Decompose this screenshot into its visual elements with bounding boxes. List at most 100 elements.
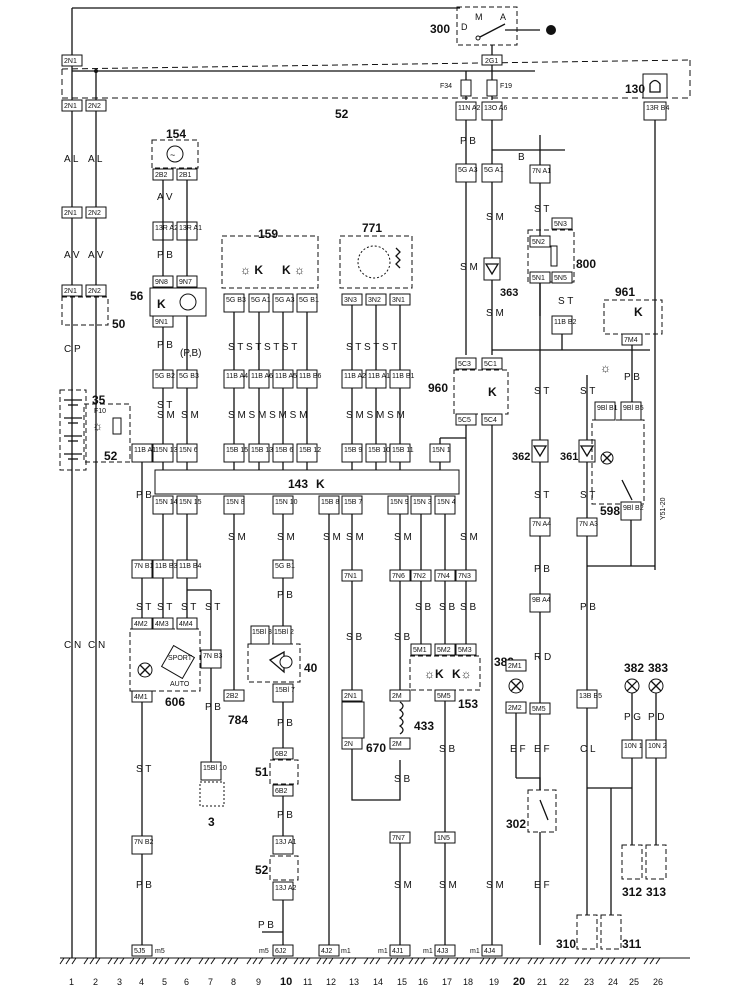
svg-text:6B2: 6B2	[275, 751, 288, 758]
svg-text:S M: S M	[228, 532, 246, 543]
svg-text:2M2: 2M2	[508, 705, 522, 712]
svg-text:3N2: 3N2	[368, 297, 381, 304]
column-number-6: 6	[184, 977, 189, 987]
ground-hatch	[276, 957, 282, 965]
component-310: 310	[556, 937, 576, 951]
svg-text:S M: S M	[486, 880, 504, 891]
svg-text:SPORT: SPORT	[168, 655, 193, 662]
svg-text:10N 2: 10N 2	[648, 743, 667, 750]
svg-text:m1: m1	[470, 948, 480, 955]
ground-hatch	[369, 957, 375, 965]
svg-text:S M: S M	[157, 410, 175, 421]
switch-598: 9Bl B1 9Bl B5 9Bl B2 598 Y51-20	[591, 401, 667, 566]
svg-text:5N2: 5N2	[532, 239, 545, 246]
svg-text:4M2: 4M2	[134, 621, 148, 628]
svg-text:S T S T S T: S T S T S T	[346, 342, 397, 353]
svg-text:P D: P D	[648, 712, 665, 723]
svg-text:3N3: 3N3	[344, 297, 357, 304]
ground-hatch	[387, 957, 393, 965]
svg-text:2B2: 2B2	[155, 172, 168, 179]
ground-hatch	[598, 957, 604, 965]
svg-text:15N 8: 15N 8	[226, 499, 245, 506]
svg-text:15N 6: 15N 6	[179, 447, 198, 454]
svg-text:2N1: 2N1	[64, 103, 77, 110]
svg-text:13J A1: 13J A1	[275, 839, 297, 846]
svg-text:2B1: 2B1	[179, 172, 192, 179]
svg-text:15Bl 2: 15Bl 2	[274, 629, 294, 636]
ground-hatch	[643, 957, 649, 965]
ground-hatch	[649, 957, 655, 965]
svg-text:9Bl B5: 9Bl B5	[623, 405, 644, 412]
svg-text:P B: P B	[157, 250, 173, 261]
svg-text:9B A4: 9B A4	[532, 597, 551, 604]
svg-text:R D: R D	[534, 652, 551, 663]
svg-text:15N 1: 15N 1	[432, 447, 451, 454]
svg-text:15B 12: 15B 12	[299, 447, 321, 454]
ground-hatch	[509, 957, 515, 965]
svg-text:10N 1: 10N 1	[624, 743, 643, 750]
column-number-11: 11	[303, 977, 312, 987]
svg-text:15N 14: 15N 14	[155, 499, 178, 506]
svg-text:7N6: 7N6	[392, 573, 405, 580]
svg-text:11B A6: 11B A6	[251, 373, 273, 380]
svg-text:7N A1: 7N A1	[532, 168, 551, 175]
svg-text:11B B4: 11B B4	[179, 563, 202, 570]
svg-text:5C3: 5C3	[458, 361, 471, 368]
svg-text:15Bl 3: 15Bl 3	[252, 629, 272, 636]
svg-text:C N: C N	[88, 640, 105, 651]
ground-hatch	[198, 957, 204, 965]
svg-text:5G A1: 5G A1	[251, 297, 271, 304]
svg-text:15N 4: 15N 4	[437, 499, 456, 506]
svg-text:S T: S T	[558, 296, 573, 307]
column-number-15: 15	[397, 977, 407, 987]
ignition-switch-300: M D A 300	[430, 6, 556, 46]
svg-text:P B: P B	[205, 702, 221, 713]
svg-text:5G A1: 5G A1	[484, 167, 504, 174]
svg-text:E F: E F	[534, 744, 550, 755]
column-number-19: 19	[489, 977, 499, 987]
svg-text:2N2: 2N2	[88, 103, 101, 110]
ground-hatch	[625, 957, 631, 965]
column-number-24: 24	[608, 977, 618, 987]
ground-hatch	[158, 957, 164, 965]
svg-text:5M3: 5M3	[458, 647, 472, 654]
component-960: 960	[428, 381, 448, 395]
diodes-362-361: S T 362 S T 7N A4 P B 9B A4 R D 5M5 E F …	[512, 283, 655, 915]
ground-hatch	[503, 957, 509, 965]
svg-text:☼K: ☼K	[424, 667, 444, 681]
ground-hatch	[351, 957, 357, 965]
component-40: 40	[304, 661, 318, 675]
svg-text:6B2: 6B2	[275, 788, 288, 795]
lower-left: 7N B1 11B B3 11B B4 S T S T S T S T 4M2 …	[129, 514, 227, 957]
svg-text:S M: S M	[439, 880, 457, 891]
svg-text:S T S T S T S T: S T S T S T S T	[228, 342, 297, 353]
svg-text:15Bl 7: 15Bl 7	[275, 687, 295, 694]
column-number-23: 23	[584, 977, 594, 987]
svg-text:m1: m1	[341, 948, 351, 955]
component-363: 363	[500, 287, 518, 299]
ground-hatch	[533, 957, 539, 965]
svg-text:K: K	[488, 385, 497, 399]
column-number-16: 16	[418, 977, 428, 987]
ground-hatch	[227, 957, 233, 965]
lamp-52: F10 ☼ 52 11B A1	[83, 403, 156, 463]
svg-text:K: K	[316, 477, 325, 491]
right-upper: 11N A2 13O A6 P B B 5G A3 5G A1 S M S M …	[455, 101, 650, 355]
ground-hatch	[444, 957, 450, 965]
ground-hatch	[655, 957, 661, 965]
svg-text:13O A6: 13O A6	[484, 105, 507, 112]
column-number-2: 2	[93, 977, 98, 987]
svg-text:15N 3: 15N 3	[413, 499, 432, 506]
component-800: 800	[576, 257, 596, 271]
ground-hatch	[258, 957, 264, 965]
svg-text:15B 6: 15B 6	[275, 447, 293, 454]
svg-text:A: A	[500, 12, 506, 22]
svg-text:K☼: K☼	[452, 667, 472, 681]
svg-text:S T: S T	[534, 204, 549, 215]
svg-text:5M5: 5M5	[437, 693, 451, 700]
svg-text:13R A1: 13R A1	[179, 225, 202, 232]
svg-text:A V: A V	[64, 250, 80, 261]
svg-text:☼: ☼	[92, 419, 103, 433]
